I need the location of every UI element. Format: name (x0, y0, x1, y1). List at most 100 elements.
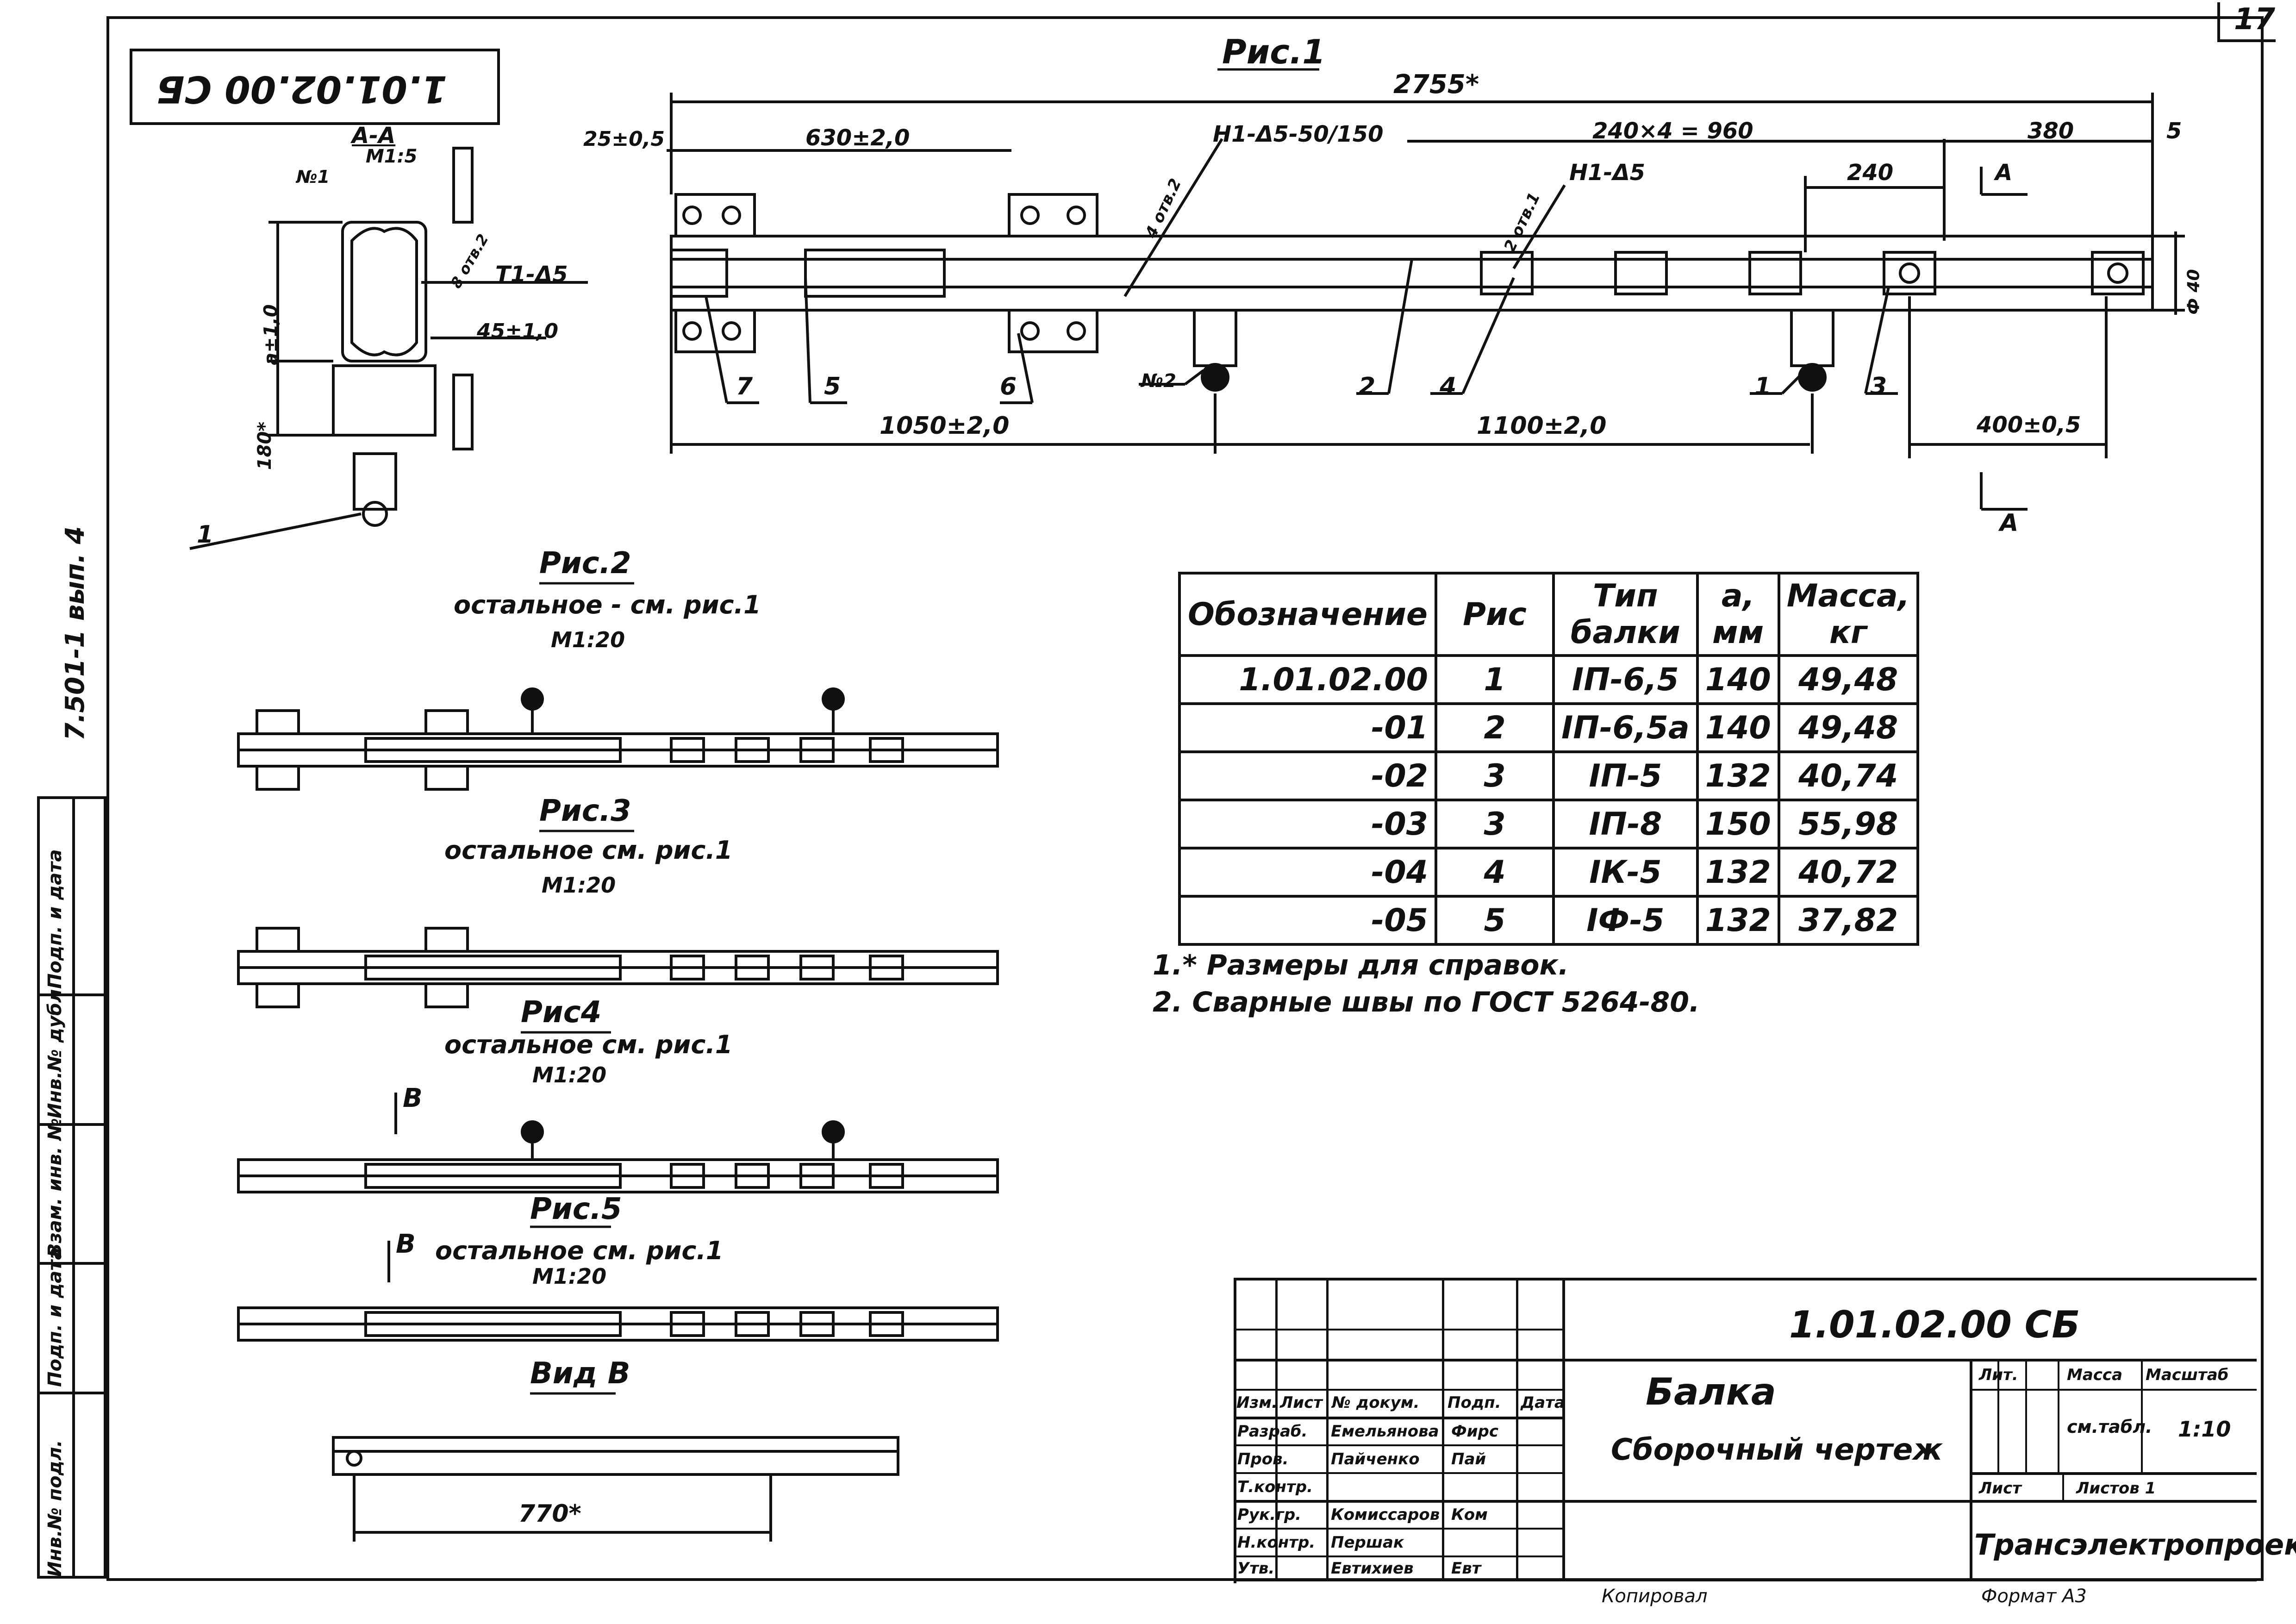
spec-cell: 140 (1696, 654, 1780, 705)
tb-role: Рук.гр. (1237, 1505, 1302, 1524)
title-block: 1.01.02.00 СБ Балка Сборочный чертеж Изм… (1234, 1278, 2296, 1583)
fig4-note: остальное см. рис.1 (444, 1030, 733, 1059)
spec-cell: 55,98 (1777, 799, 1919, 849)
tb-col-date: Дата (1521, 1393, 1565, 1412)
section-aa-dim180: 180* (254, 421, 276, 470)
spec-cell: IП-6,5 (1552, 654, 1699, 705)
fig1-callout-4: 4 (1440, 373, 1457, 400)
table-row: -02 3 IП-5 132 40,74 (1178, 750, 1919, 801)
spec-header-row: Обозначение Рис Тип балки а, мм Масса, к… (1178, 572, 1919, 657)
spec-cell: 4 (1435, 847, 1555, 898)
side-stamp: Инв.№ подл. Подп. и дата Взам. инв. № Ин… (37, 796, 106, 1579)
spec-header-fig: Рис (1435, 572, 1555, 657)
table-row: -01 2 IП-6,5а 140 49,48 (1178, 702, 1919, 753)
fig1-weld1: Н1-Δ5-50/150 (1213, 121, 1384, 147)
fig2-scale: М1:20 (551, 627, 625, 652)
spec-cell: 150 (1696, 799, 1780, 849)
fig1-callout-2: 2 (1359, 373, 1376, 400)
note-2: 2. Сварные швы по ГОСТ 5264-80. (1153, 986, 1700, 1018)
table-row: -05 5 IФ-5 132 37,82 (1178, 895, 1919, 946)
spec-cell: 1.01.02.00 (1178, 654, 1437, 705)
section-aa-mark: №1 (296, 167, 330, 187)
fig3-note: остальное см. рис.1 (444, 836, 733, 865)
tb-role: Т.контр. (1237, 1478, 1313, 1496)
spec-cell: IП-5 (1552, 750, 1699, 801)
fig1-dim-total: 2755* (1393, 69, 1479, 100)
fig1-dim-240: 240 (1847, 160, 1894, 186)
table-row: -04 4 IК-5 132 40,72 (1178, 847, 1919, 898)
spec-cell: 49,48 (1777, 702, 1919, 753)
fig1-callout-7: 7 (736, 373, 753, 400)
spec-cell: IФ-5 (1552, 895, 1699, 946)
tb-org: Трансэлектропроект (1974, 1528, 2296, 1562)
spec-cell: 5 (1435, 895, 1555, 946)
fig3-title: Рис.3 (539, 794, 631, 828)
tb-scale-value: 1:10 (2178, 1417, 2231, 1442)
spec-cell: 1 (1435, 654, 1555, 705)
fig4-scale: М1:20 (532, 1062, 607, 1087)
sheet-number-box: 17 (2217, 2, 2276, 42)
table-row: -03 3 IП-8 150 55,98 (1178, 799, 1919, 849)
fig4-title: Рис4 (521, 995, 602, 1030)
format-label: Формат А3 (1981, 1586, 2087, 1607)
spec-cell: -02 (1178, 750, 1437, 801)
spec-header-a: а, мм (1696, 572, 1780, 657)
spec-cell: IП-8 (1552, 799, 1699, 849)
tb-role: Пров. (1237, 1450, 1289, 1468)
fig1-dim-630: 630±2,0 (805, 125, 910, 151)
note-1: 1.* Размеры для справок. (1153, 949, 1569, 981)
view-b-title: Вид В (530, 1356, 630, 1391)
spec-cell: -05 (1178, 895, 1437, 946)
tb-person: Першак (1331, 1533, 1404, 1552)
section-aa-beam (341, 221, 427, 362)
fig1-callout-5: 5 (824, 373, 841, 400)
view-b-dim: 770* (518, 1500, 581, 1528)
tb-role: Н.контр. (1237, 1533, 1316, 1552)
spec-cell: 132 (1696, 847, 1780, 898)
spec-cell: 49,48 (1777, 654, 1919, 705)
fig1-dim-height: Ф 40 (2184, 269, 2203, 315)
fig1-beam (670, 235, 2154, 312)
tb-col-doc: № докум. (1332, 1393, 1420, 1412)
section-aa-weld: Т1-Δ5 (495, 262, 568, 287)
tb-role: Утв. (1237, 1559, 1275, 1578)
fig1-callout-1: 1 (1754, 373, 1772, 400)
fig5-arrow-label: В (396, 1229, 416, 1259)
fig3-scale: М1:20 (542, 873, 616, 898)
fig1-weld2: Н1-Δ5 (1569, 160, 1646, 186)
tb-mass-label: Масса (2067, 1366, 2123, 1384)
tb-lit-label: Лит. (1979, 1366, 2018, 1384)
spec-cell: 3 (1435, 750, 1555, 801)
tb-mass-value: см.табл. (2067, 1417, 2152, 1437)
drawing-frame (106, 16, 2264, 1581)
fig1-view-mark: А (2000, 509, 2019, 537)
spec-cell: -01 (1178, 702, 1437, 753)
fig2-note: остальное - см. рис.1 (454, 590, 761, 619)
spec-cell: 40,72 (1777, 847, 1919, 898)
fig1-dim-1100: 1100±2,0 (1477, 412, 1607, 440)
spec-header-type: Тип балки (1552, 572, 1699, 657)
tb-role: Разраб. (1237, 1422, 1308, 1441)
spec-table: Обозначение Рис Тип балки а, мм Масса, к… (1178, 572, 1919, 946)
spec-cell: IК-5 (1552, 847, 1699, 898)
spec-cell: 140 (1696, 702, 1780, 753)
spec-cell: 3 (1435, 799, 1555, 849)
fig5-note: остальное см. рис.1 (435, 1236, 724, 1265)
tb-col-sign: Подп. (1447, 1393, 1501, 1412)
tb-sign: Ком (1451, 1505, 1488, 1524)
section-aa-dima: а±1,0 (260, 304, 282, 365)
tb-col-list: Лист (1280, 1393, 1323, 1412)
sheet-number: 17 (2234, 2, 2276, 37)
tb-sign: Фирс (1451, 1422, 1499, 1441)
fig1-callout-3: 3 (1870, 373, 1887, 400)
section-aa-scale: М1:5 (366, 146, 418, 167)
fig4-arrow-label: В (403, 1083, 423, 1113)
tb-sheet-label: Лист (1979, 1479, 2021, 1498)
tb-designation: 1.01.02.00 СБ (1789, 1303, 2080, 1346)
spec-cell: 2 (1435, 702, 1555, 753)
spec-header-designation: Обозначение (1178, 572, 1437, 657)
fig5-scale: М1:20 (532, 1264, 607, 1289)
spec-cell: -04 (1178, 847, 1437, 898)
rotated-designation-box: 1.01.02.00 CБ (130, 49, 500, 125)
tb-sign: Пай (1451, 1450, 1486, 1468)
